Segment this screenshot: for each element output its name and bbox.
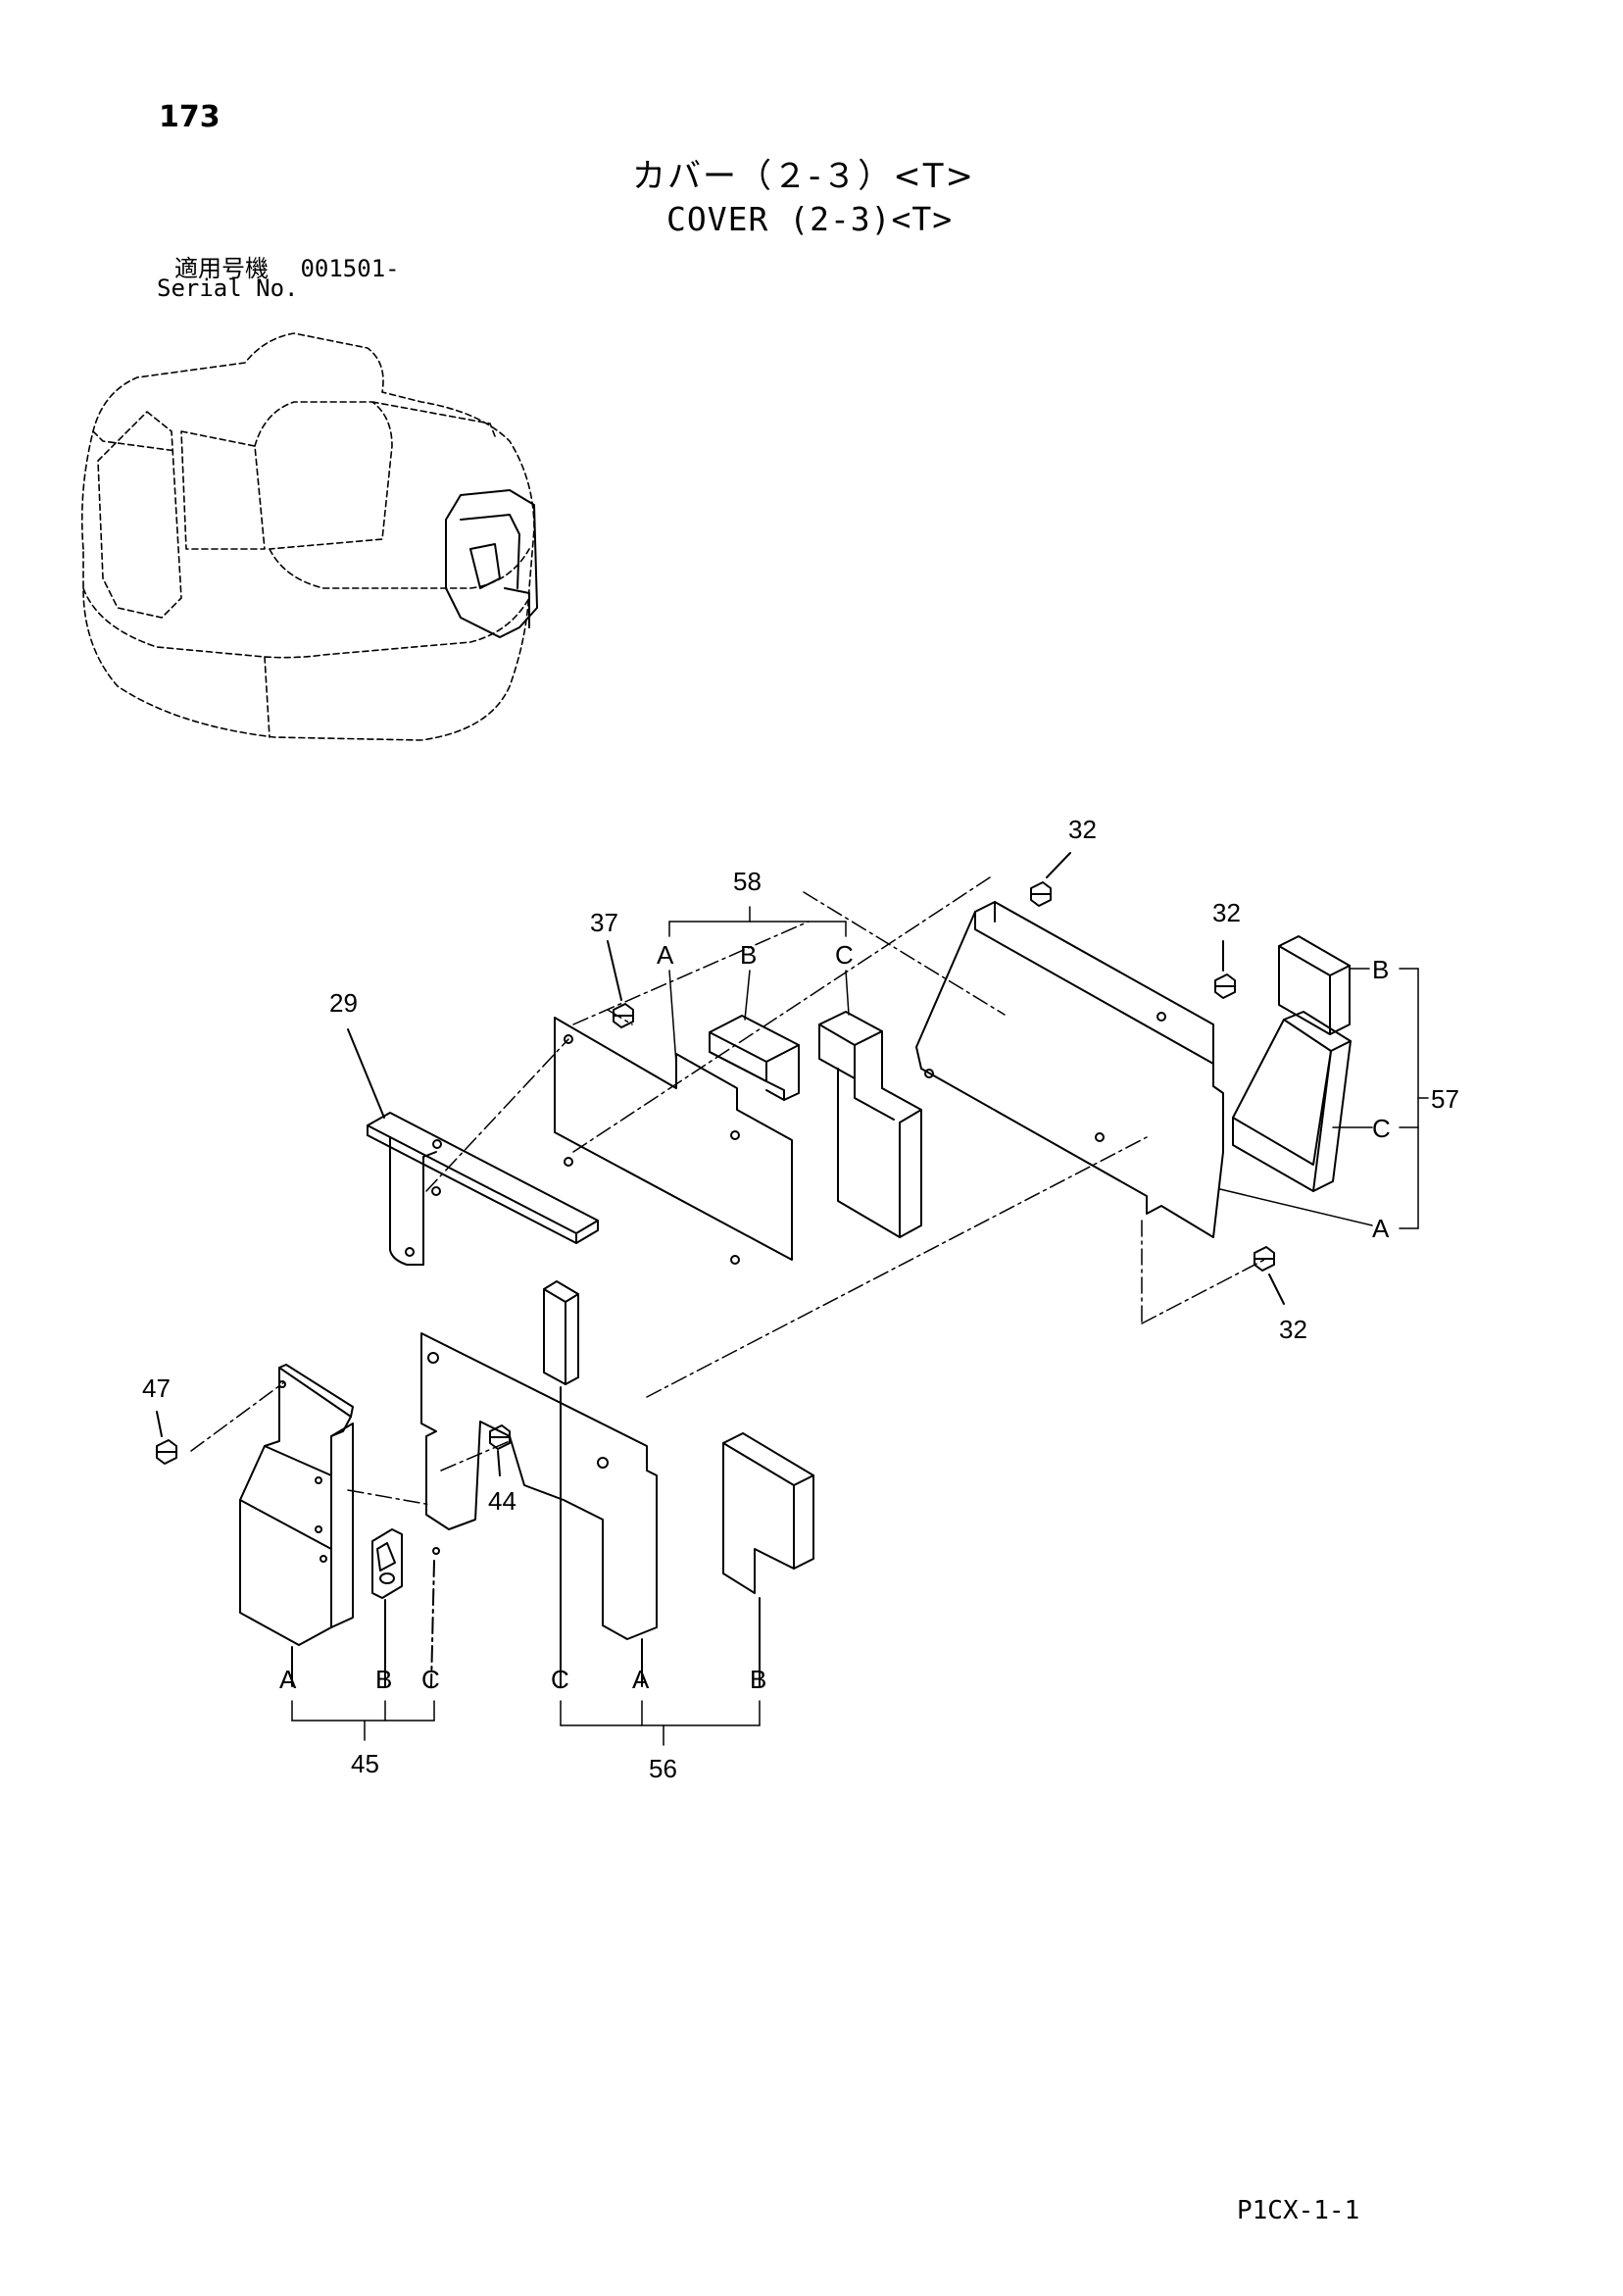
- part-45c-leader: [430, 1560, 435, 1687]
- bracket-45: [291, 1700, 435, 1741]
- callout-45-a: A: [279, 1665, 297, 1694]
- part-45b-label: [371, 1528, 403, 1687]
- bracket-57: [1219, 968, 1429, 1229]
- part-56c-block: [543, 1280, 579, 1687]
- part-58c-block: [818, 1011, 922, 1238]
- bolt-32-mid: [1214, 940, 1236, 999]
- callout-58-c: C: [835, 940, 854, 970]
- overview-detail-highlight: [445, 489, 538, 638]
- callout-57-a: A: [1372, 1214, 1390, 1243]
- callout-45-b: B: [375, 1665, 392, 1694]
- callout-32-bottom: 32: [1279, 1315, 1307, 1344]
- title-english: COVER (2-3)<T>: [666, 200, 954, 238]
- bracket-56: [560, 1700, 761, 1746]
- part-45c-rivet: [432, 1547, 440, 1555]
- title-japanese: カバー（２-３）<T>: [632, 157, 976, 196]
- callout-44: 44: [488, 1486, 516, 1516]
- serial-label-english: Serial No.: [157, 275, 299, 302]
- callout-45: 45: [351, 1749, 379, 1778]
- part-56b-block: [722, 1432, 814, 1687]
- callout-56-b: B: [750, 1665, 766, 1694]
- bracket-58: [668, 906, 850, 1065]
- bolt-32-top: [1030, 852, 1071, 907]
- callout-29: 29: [329, 988, 358, 1018]
- callout-32-top: 32: [1068, 815, 1097, 844]
- callout-57-b: B: [1372, 955, 1389, 984]
- part-58b-block: [709, 1015, 800, 1101]
- part-57a-cover: [915, 901, 1224, 1238]
- part-57b-pad: [1278, 935, 1351, 1035]
- footer-code: P1CX-1-1: [1237, 2196, 1360, 2225]
- callout-32-mid: 32: [1212, 898, 1241, 927]
- bolt-37: [607, 940, 634, 1028]
- serial-row-japanese: 適用号機 001501-: [174, 249, 400, 283]
- bolt-32-bottom: [1254, 1246, 1285, 1305]
- callout-56-c: C: [551, 1665, 569, 1694]
- callout-58-b: B: [740, 940, 757, 970]
- bolt-47: [156, 1411, 177, 1465]
- bolt-44: [489, 1424, 511, 1476]
- callout-57: 57: [1431, 1084, 1459, 1114]
- serial-value: 001501-: [300, 255, 400, 282]
- part-29-bracket: [347, 1028, 599, 1266]
- part-57c-pad: [1232, 1011, 1352, 1192]
- serial-label-japanese: 適用号機: [174, 255, 269, 282]
- page-number: 173: [159, 100, 221, 134]
- callout-56: 56: [649, 1754, 677, 1783]
- part-58a-plate: [554, 1017, 793, 1265]
- callout-47: 47: [142, 1373, 171, 1403]
- callout-57-c: C: [1372, 1114, 1391, 1143]
- callout-labels: 32 32 32 58 A B C 37 29 B C A 57 47 44 A…: [142, 815, 1459, 1783]
- callout-45-c: C: [421, 1665, 440, 1694]
- callout-37: 37: [590, 908, 618, 937]
- callout-56-a: A: [632, 1665, 650, 1694]
- callout-58: 58: [733, 867, 762, 896]
- callout-58-a: A: [657, 940, 674, 970]
- assembly-leader-lines: [190, 876, 1265, 1506]
- part-45a-cover: [239, 1364, 354, 1687]
- machine-overview-illustration: [80, 332, 535, 741]
- part-56a-plate: [420, 1332, 658, 1687]
